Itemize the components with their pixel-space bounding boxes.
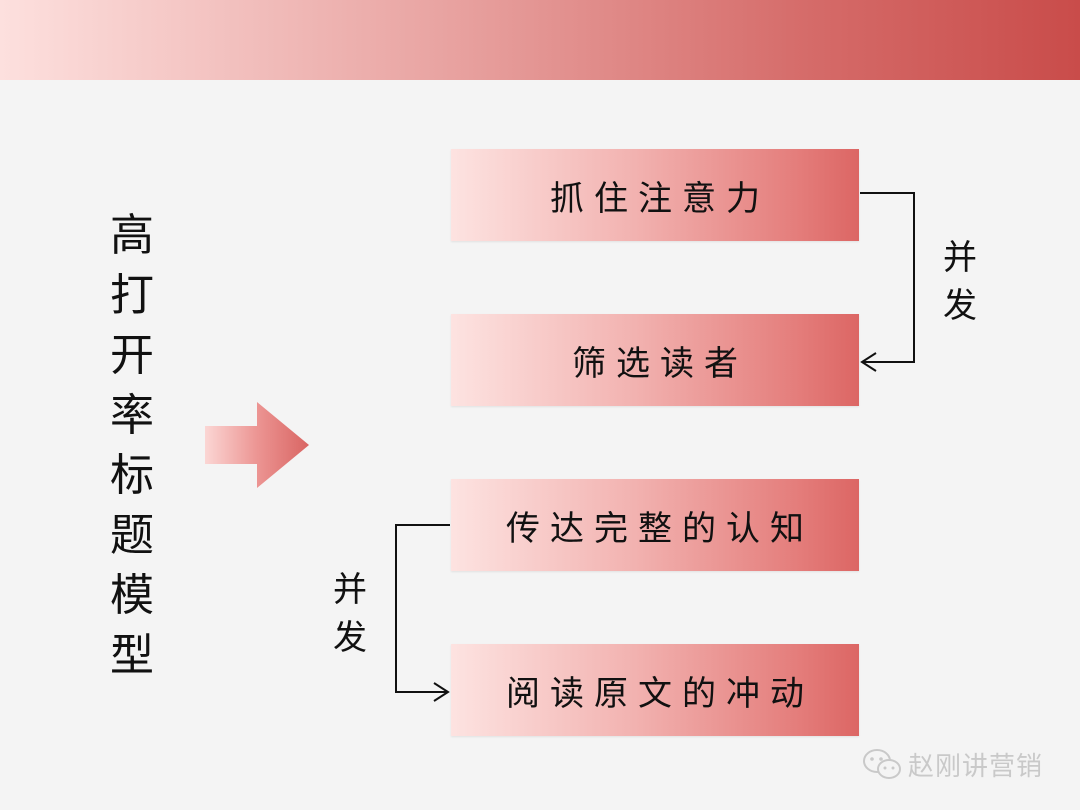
stage-box-convey-cognition: 传达完整的认知 (451, 479, 859, 571)
stage-box-grab-attention: 抓住注意力 (451, 149, 859, 241)
connector-right-arrowhead (860, 352, 877, 372)
stage-label: 阅读原文的冲动 (506, 673, 814, 714)
parallel-label-left: 并 发 (330, 566, 370, 662)
stage-box-read-original-urge: 阅读原文的冲动 (451, 644, 859, 736)
stage-box-filter-readers: 筛选读者 (451, 314, 859, 406)
connector-right-line (860, 192, 915, 363)
title-char: 题 (110, 510, 154, 561)
title-char: 率 (110, 390, 154, 441)
parallel-char: 并 (333, 570, 367, 610)
connector-left-arrowhead (433, 682, 450, 702)
watermark-text: 赵刚讲营销 (908, 751, 1044, 782)
stage-label: 筛选读者 (572, 343, 748, 384)
title-char: 高 (110, 210, 154, 261)
connector-right (860, 192, 915, 372)
vertical-title: 高 打 开 率 标 题 模 型 (104, 206, 160, 686)
watermark: 赵刚讲营销 (862, 744, 1043, 784)
title-char: 开 (110, 330, 154, 381)
stage-label: 传达完整的认知 (506, 508, 814, 549)
title-char: 型 (110, 630, 154, 681)
parallel-label-right: 并 发 (940, 234, 980, 330)
wechat-icon (863, 749, 901, 779)
parallel-char: 并 (943, 238, 977, 278)
title-char: 模 (110, 570, 154, 621)
title-char: 标 (110, 450, 154, 501)
connector-left-line (395, 524, 450, 693)
stage-label: 抓住注意力 (550, 178, 770, 219)
header-banner (0, 0, 1080, 80)
parallel-char: 发 (333, 618, 367, 658)
title-char: 打 (110, 270, 154, 321)
connector-left (395, 524, 450, 702)
parallel-char: 发 (943, 286, 977, 326)
right-arrow-icon (205, 402, 309, 488)
